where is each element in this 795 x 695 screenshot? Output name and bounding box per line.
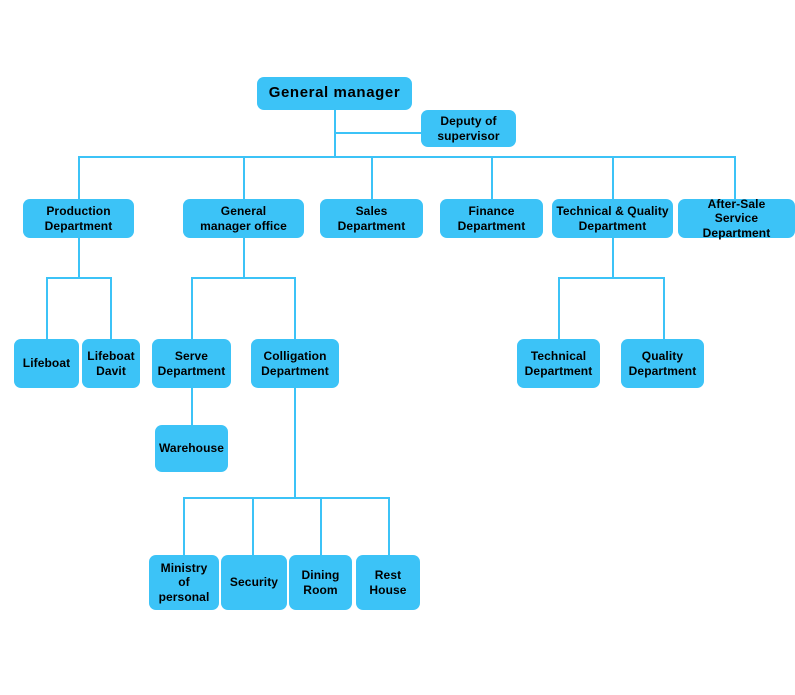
node-serve-department[interactable]: Serve Department <box>152 339 231 388</box>
connector-gm-office-bus <box>191 277 295 279</box>
node-deputy-of-supervisor[interactable]: Deputy of supervisor <box>421 110 516 147</box>
connector-drop-finance <box>491 156 493 199</box>
node-sales-department[interactable]: Sales Department <box>320 199 423 238</box>
connector-drop-gm-office <box>243 156 245 199</box>
connector-drop-technical <box>558 277 560 339</box>
connector-drop-sales <box>371 156 373 199</box>
node-technical-department[interactable]: Technical Department <box>517 339 600 388</box>
node-general-manager[interactable]: General manager <box>257 77 412 110</box>
node-dining-room[interactable]: Dining Room <box>289 555 352 610</box>
node-production-department[interactable]: Production Department <box>23 199 134 238</box>
connector-drop-security <box>252 497 254 555</box>
connector-drop-colligation <box>294 277 296 339</box>
connector-production-bus <box>46 277 111 279</box>
connector-drop-lifeboat <box>46 277 48 339</box>
node-rest-house[interactable]: Rest House <box>356 555 420 610</box>
connector-techqual-stem <box>612 238 614 278</box>
connector-colligation-stem <box>294 388 296 498</box>
node-general-manager-office[interactable]: General manager office <box>183 199 304 238</box>
connector-production-stem <box>78 238 80 278</box>
node-warehouse[interactable]: Warehouse <box>155 425 228 472</box>
connector-level2-bus <box>78 156 735 158</box>
connector-drop-lifeboat-davit <box>110 277 112 339</box>
connector-drop-ministry <box>183 497 185 555</box>
node-technical-quality-department[interactable]: Technical & Quality Department <box>552 199 673 238</box>
node-after-sale-service-department[interactable]: After-Sale Service Department <box>678 197 795 240</box>
connector-drop-technical-quality <box>612 156 614 199</box>
node-ministry-of-personal[interactable]: Ministry of personal <box>149 555 219 610</box>
node-lifeboat-davit[interactable]: Lifeboat Davit <box>82 339 140 388</box>
connector-drop-serve <box>191 277 193 339</box>
connector-gm-office-stem <box>243 238 245 278</box>
connector-drop-quality <box>663 277 665 339</box>
node-colligation-department[interactable]: Colligation Department <box>251 339 339 388</box>
connector-drop-after-sale <box>734 156 736 199</box>
connector-techqual-bus <box>558 277 664 279</box>
connector-serve-to-warehouse <box>191 388 193 425</box>
node-lifeboat[interactable]: Lifeboat <box>14 339 79 388</box>
connector-drop-production <box>78 156 80 199</box>
connector-drop-dining <box>320 497 322 555</box>
node-security[interactable]: Security <box>221 555 287 610</box>
connector-gm-to-deputy <box>334 132 422 134</box>
node-quality-department[interactable]: Quality Department <box>621 339 704 388</box>
node-finance-department[interactable]: Finance Department <box>440 199 543 238</box>
connector-colligation-bus <box>183 497 389 499</box>
connector-drop-rest-house <box>388 497 390 555</box>
